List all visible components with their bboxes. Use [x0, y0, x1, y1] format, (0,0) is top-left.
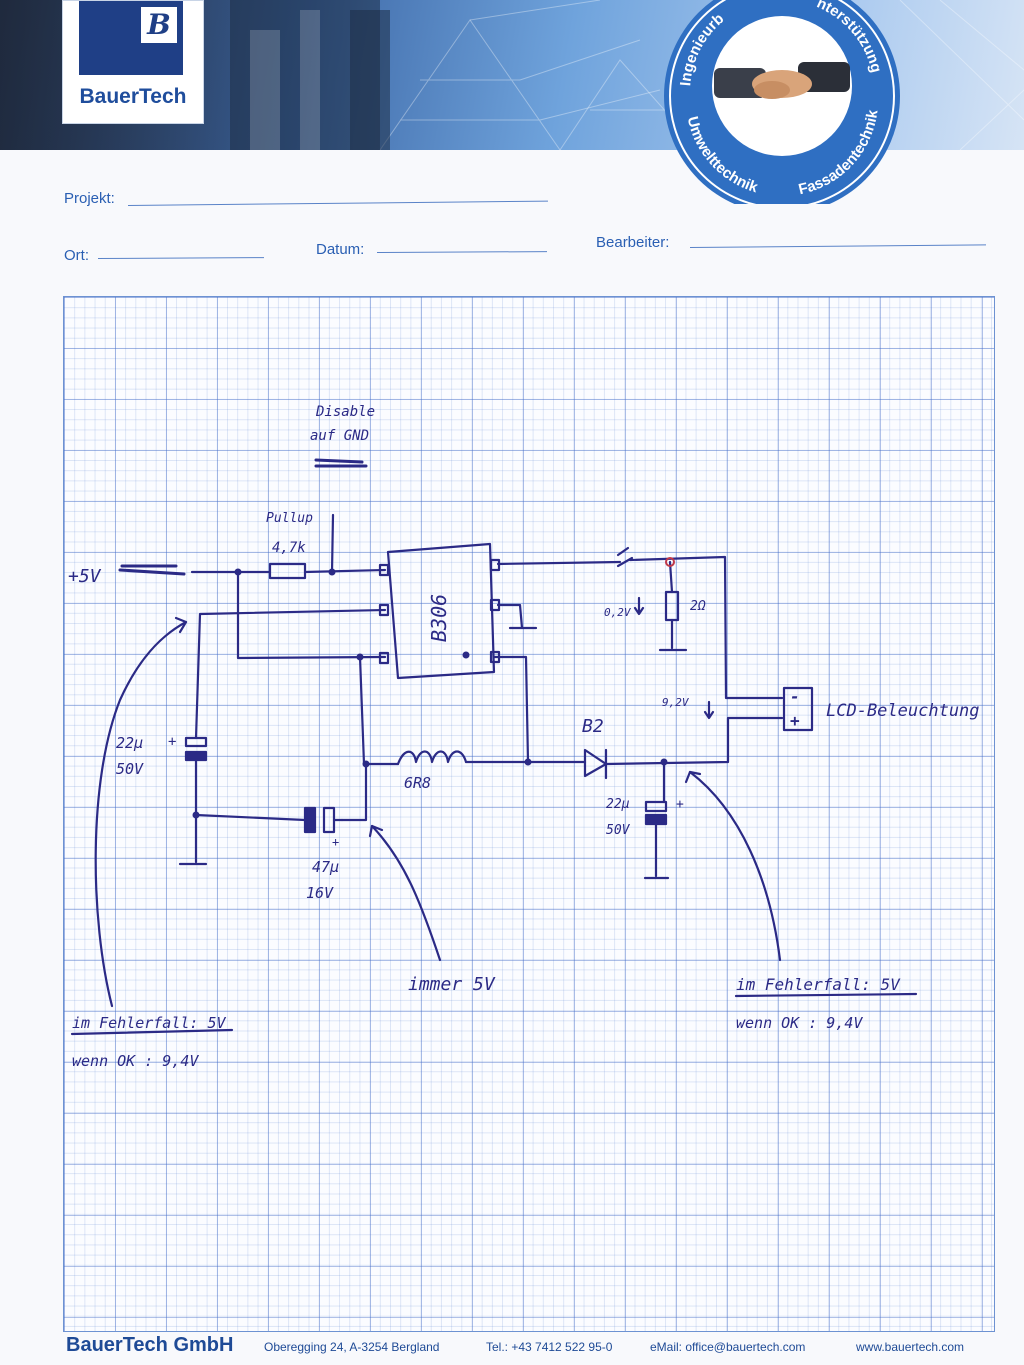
ic-pins — [378, 558, 501, 665]
footer-web: www.bauertech.com — [856, 1340, 965, 1354]
load-resistor — [664, 590, 680, 622]
note-left-2: wenn OK : 9,4V — [72, 1052, 199, 1070]
graph-paper-grid — [63, 296, 995, 1332]
input-cap-plus: + — [168, 734, 176, 750]
input-cap-value: 22µ — [116, 734, 143, 752]
resistor-value: 2Ω — [690, 599, 706, 614]
note-center: immer 5V — [408, 974, 496, 995]
voltage-arrow-2 — [703, 700, 715, 720]
arrow-left-note — [94, 620, 188, 1008]
logo-text: BauerTech — [79, 85, 187, 108]
scribble-mark — [616, 546, 634, 568]
footer: BauerTech GmbH Oberegging 24, A-3254 Ber… — [66, 1334, 1024, 1364]
disable-note-2: auf GND — [310, 428, 369, 444]
projekt-label: Projekt: — [64, 190, 115, 207]
datum-label: Datum: — [316, 241, 365, 258]
input-cap-voltage: 50V — [116, 760, 144, 778]
footer-email: eMail: office@bauertech.com — [650, 1340, 806, 1354]
voltage-drop-1: 0,2V — [604, 606, 632, 619]
logo-mark: B — [79, 1, 183, 75]
diode-cap-plus: + — [676, 797, 684, 812]
lcd-connector — [782, 686, 814, 732]
underline-left-note — [70, 1028, 234, 1036]
pullup-resistor — [268, 562, 307, 580]
arrow-right-note — [688, 770, 782, 962]
connector-minus: - — [790, 687, 800, 706]
arrowhead-right — [684, 770, 702, 784]
output-cap-plus: + — [332, 835, 339, 849]
diode-capacitor — [644, 800, 668, 826]
connector-plus: + — [790, 711, 800, 730]
note-left-1: im Fehlerfall: 5V — [72, 1014, 226, 1032]
company-logo: B BauerTech — [62, 0, 204, 124]
diode-cap-voltage: 50V — [606, 823, 631, 838]
arrow-center-note — [370, 824, 442, 962]
footer-address: Oberegging 24, A-3254 Bergland — [264, 1340, 440, 1354]
input-capacitor — [184, 736, 208, 762]
ort-label: Ort: — [64, 247, 89, 264]
scribble-strike — [314, 458, 368, 468]
output-cap-value: 47µ — [312, 858, 339, 876]
voltage-drop-2: 9,2V — [662, 696, 690, 709]
input-voltage-label: +5V — [68, 566, 102, 587]
inductor-label: 6R8 — [404, 774, 431, 792]
ic-label: B306 — [427, 594, 451, 642]
circuit-wires — [178, 513, 784, 880]
lcd-label: LCD-Beleuchtung — [826, 701, 980, 721]
bearbeiter-label: Bearbeiter: — [596, 234, 670, 251]
banner-graphic — [230, 0, 1024, 150]
output-cap-voltage: 16V — [306, 884, 334, 902]
underline-right-note — [734, 992, 918, 998]
output-capacitor — [303, 806, 344, 834]
junction-dots — [192, 557, 675, 819]
pullup-label: Pullup — [266, 511, 313, 526]
services-seal: Ingenieurb nterstützung Umwelttechnik Fa… — [664, 0, 900, 204]
inductor — [396, 750, 468, 766]
pullup-value: 4,7k — [272, 540, 306, 556]
handshake-icon — [714, 62, 850, 99]
arrowhead-left — [174, 616, 188, 634]
diode-cap-value: 22µ — [606, 797, 630, 812]
footer-company: BauerTech GmbH — [66, 1334, 234, 1356]
logo-letter: B — [139, 5, 179, 45]
arrowhead-center — [368, 824, 384, 838]
note-right-2: wenn OK : 9,4V — [736, 1014, 863, 1032]
footer-phone: Tel.: +43 7412 522 95-0 — [486, 1340, 613, 1354]
schottky-diode — [583, 748, 608, 780]
note-right-1: im Fehlerfall: 5V — [736, 975, 901, 994]
diode-label: B2 — [582, 716, 604, 737]
scribble-input — [118, 564, 186, 576]
regulator-ic — [386, 542, 496, 680]
disable-note-1: Disable — [315, 404, 375, 420]
voltage-arrow-1 — [633, 596, 645, 616]
